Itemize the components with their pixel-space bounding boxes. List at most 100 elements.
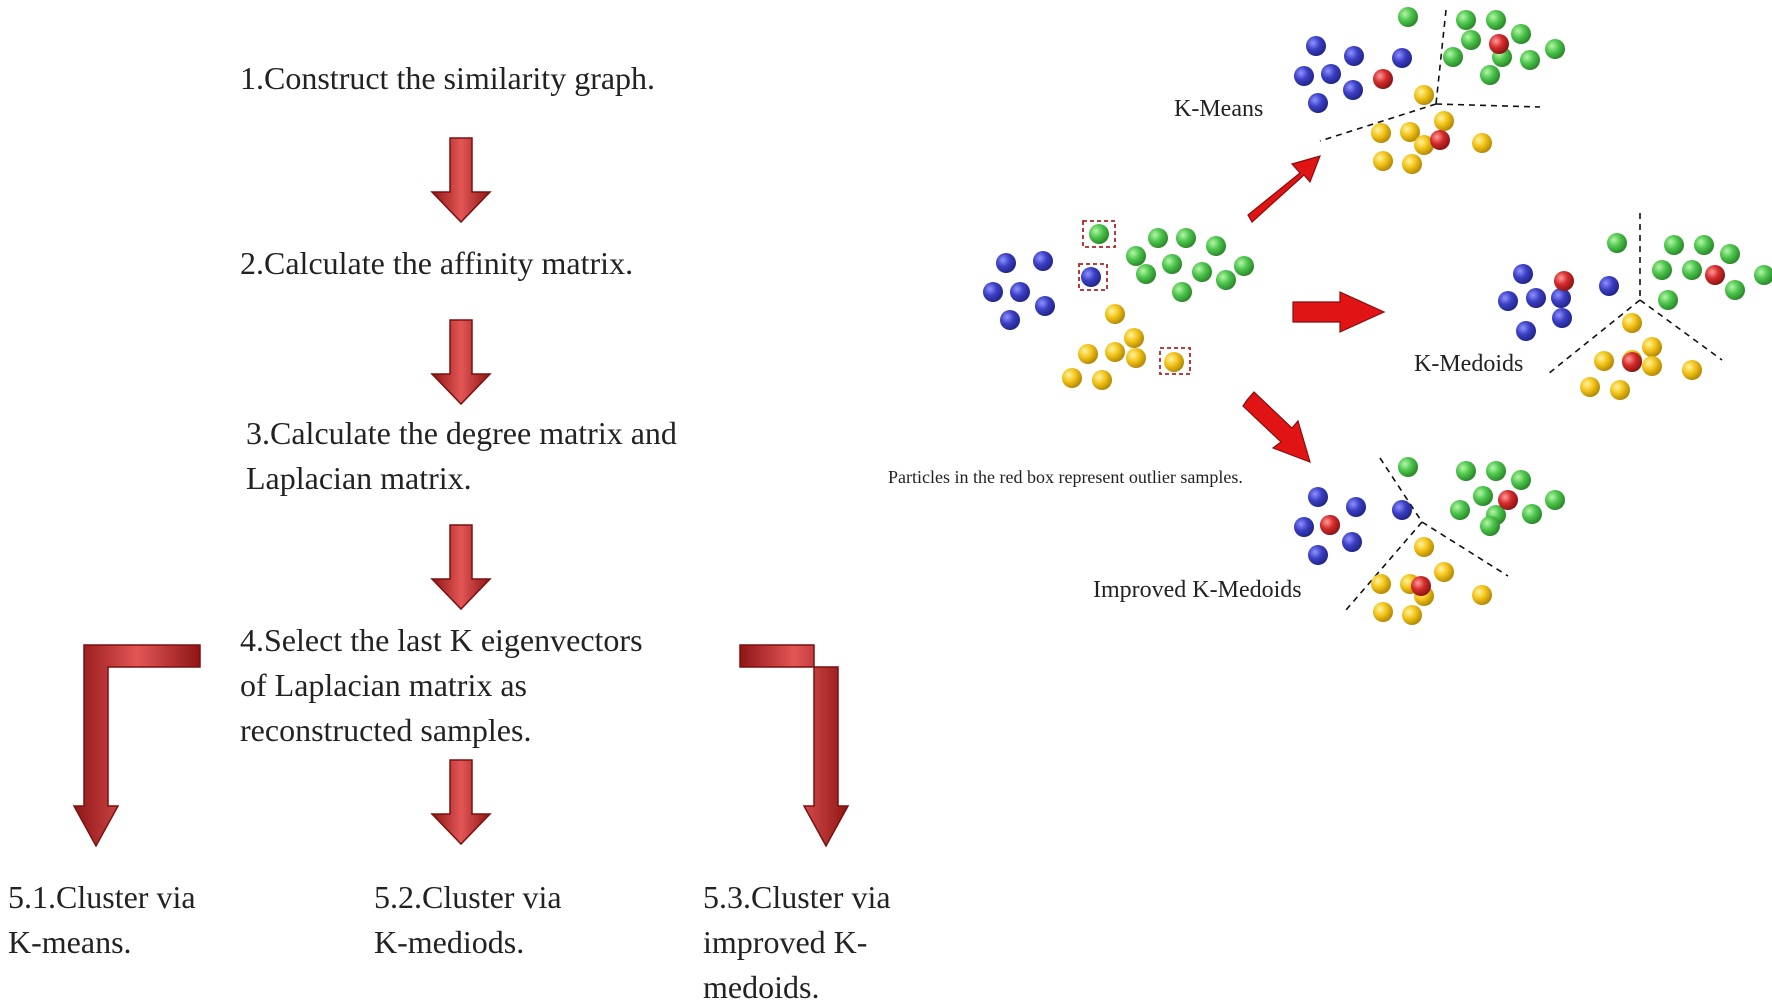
blue-sample-point (1513, 264, 1533, 284)
down-arrow-icon (430, 137, 492, 224)
down-arrow-icon (430, 319, 492, 406)
blue-sample-point (1552, 308, 1572, 328)
yellow-sample-point (1124, 328, 1144, 348)
blue-sample-point (983, 282, 1003, 302)
blue-sample-point (1392, 48, 1412, 68)
right-arrow-icon (1247, 155, 1321, 223)
green-sample-point (1652, 260, 1672, 280)
green-sample-point (1450, 500, 1470, 520)
green-sample-point (1136, 264, 1156, 284)
yellow-sample-point (1402, 605, 1422, 625)
yellow-sample-point (1472, 133, 1492, 153)
cluster-divider-line (1379, 457, 1423, 523)
red-sample-point (1430, 130, 1450, 150)
yellow-sample-point (1682, 360, 1702, 380)
step-1-text: 1.Construct the similarity graph. (240, 60, 655, 96)
yellow-sample-point (1126, 348, 1146, 368)
step-4-text-line1: 4.Select the last K eigenvectors (240, 622, 643, 658)
blue-sample-point (1498, 291, 1518, 311)
blue-sample-point (1346, 497, 1366, 517)
blue-sample-point (1033, 251, 1053, 271)
step-3-text-line1: 3.Calculate the degree matrix and (246, 415, 677, 451)
red-sample-point (1489, 34, 1509, 54)
bent-arrow-icon (72, 644, 201, 848)
green-sample-point (1607, 233, 1627, 253)
yellow-sample-point (1414, 85, 1434, 105)
step-4-text-line2: of Laplacian matrix as (240, 667, 527, 703)
outlier-box (1078, 263, 1108, 291)
blue-sample-point (1308, 545, 1328, 565)
green-sample-point (1148, 228, 1168, 248)
red-sample-point (1411, 576, 1431, 596)
red-sample-point (1554, 271, 1574, 291)
step-5-2-text-line1: 5.2.Cluster via (374, 879, 562, 915)
yellow-sample-point (1622, 313, 1642, 333)
blue-sample-point (1392, 500, 1412, 520)
yellow-sample-point (1472, 585, 1492, 605)
green-sample-point (1398, 7, 1418, 27)
bent-arrow-icon (739, 644, 850, 848)
blue-sample-point (1321, 64, 1341, 84)
right-arrow-icon (1242, 391, 1311, 463)
improved-k-medoids-label: Improved K-Medoids (1093, 577, 1302, 603)
green-sample-point (1664, 235, 1684, 255)
blue-sample-point (1294, 66, 1314, 86)
step-2-text: 2.Calculate the affinity matrix. (240, 245, 633, 281)
step-5-1-text-line1: 5.1.Cluster via (8, 879, 196, 915)
blue-sample-point (1551, 288, 1571, 308)
blue-sample-point (1308, 93, 1328, 113)
green-sample-point (1658, 290, 1678, 310)
step-4-text-line3: reconstructed samples. (240, 712, 531, 748)
yellow-sample-point (1400, 122, 1420, 142)
yellow-sample-point (1373, 151, 1393, 171)
green-sample-point (1480, 516, 1500, 536)
cluster-divider-line (1421, 521, 1509, 577)
green-sample-point (1545, 490, 1565, 510)
step-5-3-text-line3: medoids. (703, 969, 819, 1005)
green-sample-point (1511, 24, 1531, 44)
cluster-divider-line (1547, 299, 1641, 375)
blue-sample-point (1010, 282, 1030, 302)
green-sample-point (1520, 50, 1540, 70)
blue-sample-point (1344, 46, 1364, 66)
cluster-divider-line (1639, 299, 1723, 361)
green-sample-point (1234, 256, 1254, 276)
green-sample-point (1176, 228, 1196, 248)
green-sample-point (1216, 270, 1236, 290)
down-arrow-icon (430, 524, 492, 611)
yellow-sample-point (1373, 602, 1393, 622)
cluster-divider-line (1435, 9, 1447, 105)
green-sample-point (1398, 457, 1418, 477)
red-sample-point (1373, 69, 1393, 89)
red-sample-point (1622, 352, 1642, 372)
green-sample-point (1486, 461, 1506, 481)
clustering-illustration: K-Means K-Medoids Improved K-Medoids Par… (888, 7, 1772, 625)
green-sample-point (1682, 260, 1702, 280)
step-5-1-text-line2: K-means. (8, 924, 132, 960)
yellow-sample-point (1078, 344, 1098, 364)
green-sample-point (1545, 39, 1565, 59)
green-sample-point (1694, 235, 1714, 255)
green-sample-point (1456, 461, 1476, 481)
k-medoids-label: K-Medoids (1414, 351, 1523, 377)
yellow-sample-point (1642, 337, 1662, 357)
outlier-box (1159, 347, 1191, 375)
blue-sample-point (1294, 517, 1314, 537)
yellow-sample-point (1062, 368, 1082, 388)
outlier-box (1082, 220, 1116, 248)
blue-sample-point (1035, 296, 1055, 316)
cluster-divider-line (1345, 521, 1423, 611)
yellow-sample-point (1434, 562, 1454, 582)
step-5-3-text-line2: improved K- (703, 924, 867, 960)
yellow-sample-point (1594, 351, 1614, 371)
red-sample-point (1498, 490, 1518, 510)
yellow-sample-point (1580, 377, 1600, 397)
blue-sample-point (1000, 310, 1020, 330)
blue-sample-point (1308, 487, 1328, 507)
blue-sample-point (1526, 288, 1546, 308)
step-3-text-line2: Laplacian matrix. (246, 460, 472, 496)
step-5-2-text-line2: K-mediods. (374, 924, 524, 960)
yellow-sample-point (1371, 123, 1391, 143)
sample-points (983, 7, 1772, 625)
